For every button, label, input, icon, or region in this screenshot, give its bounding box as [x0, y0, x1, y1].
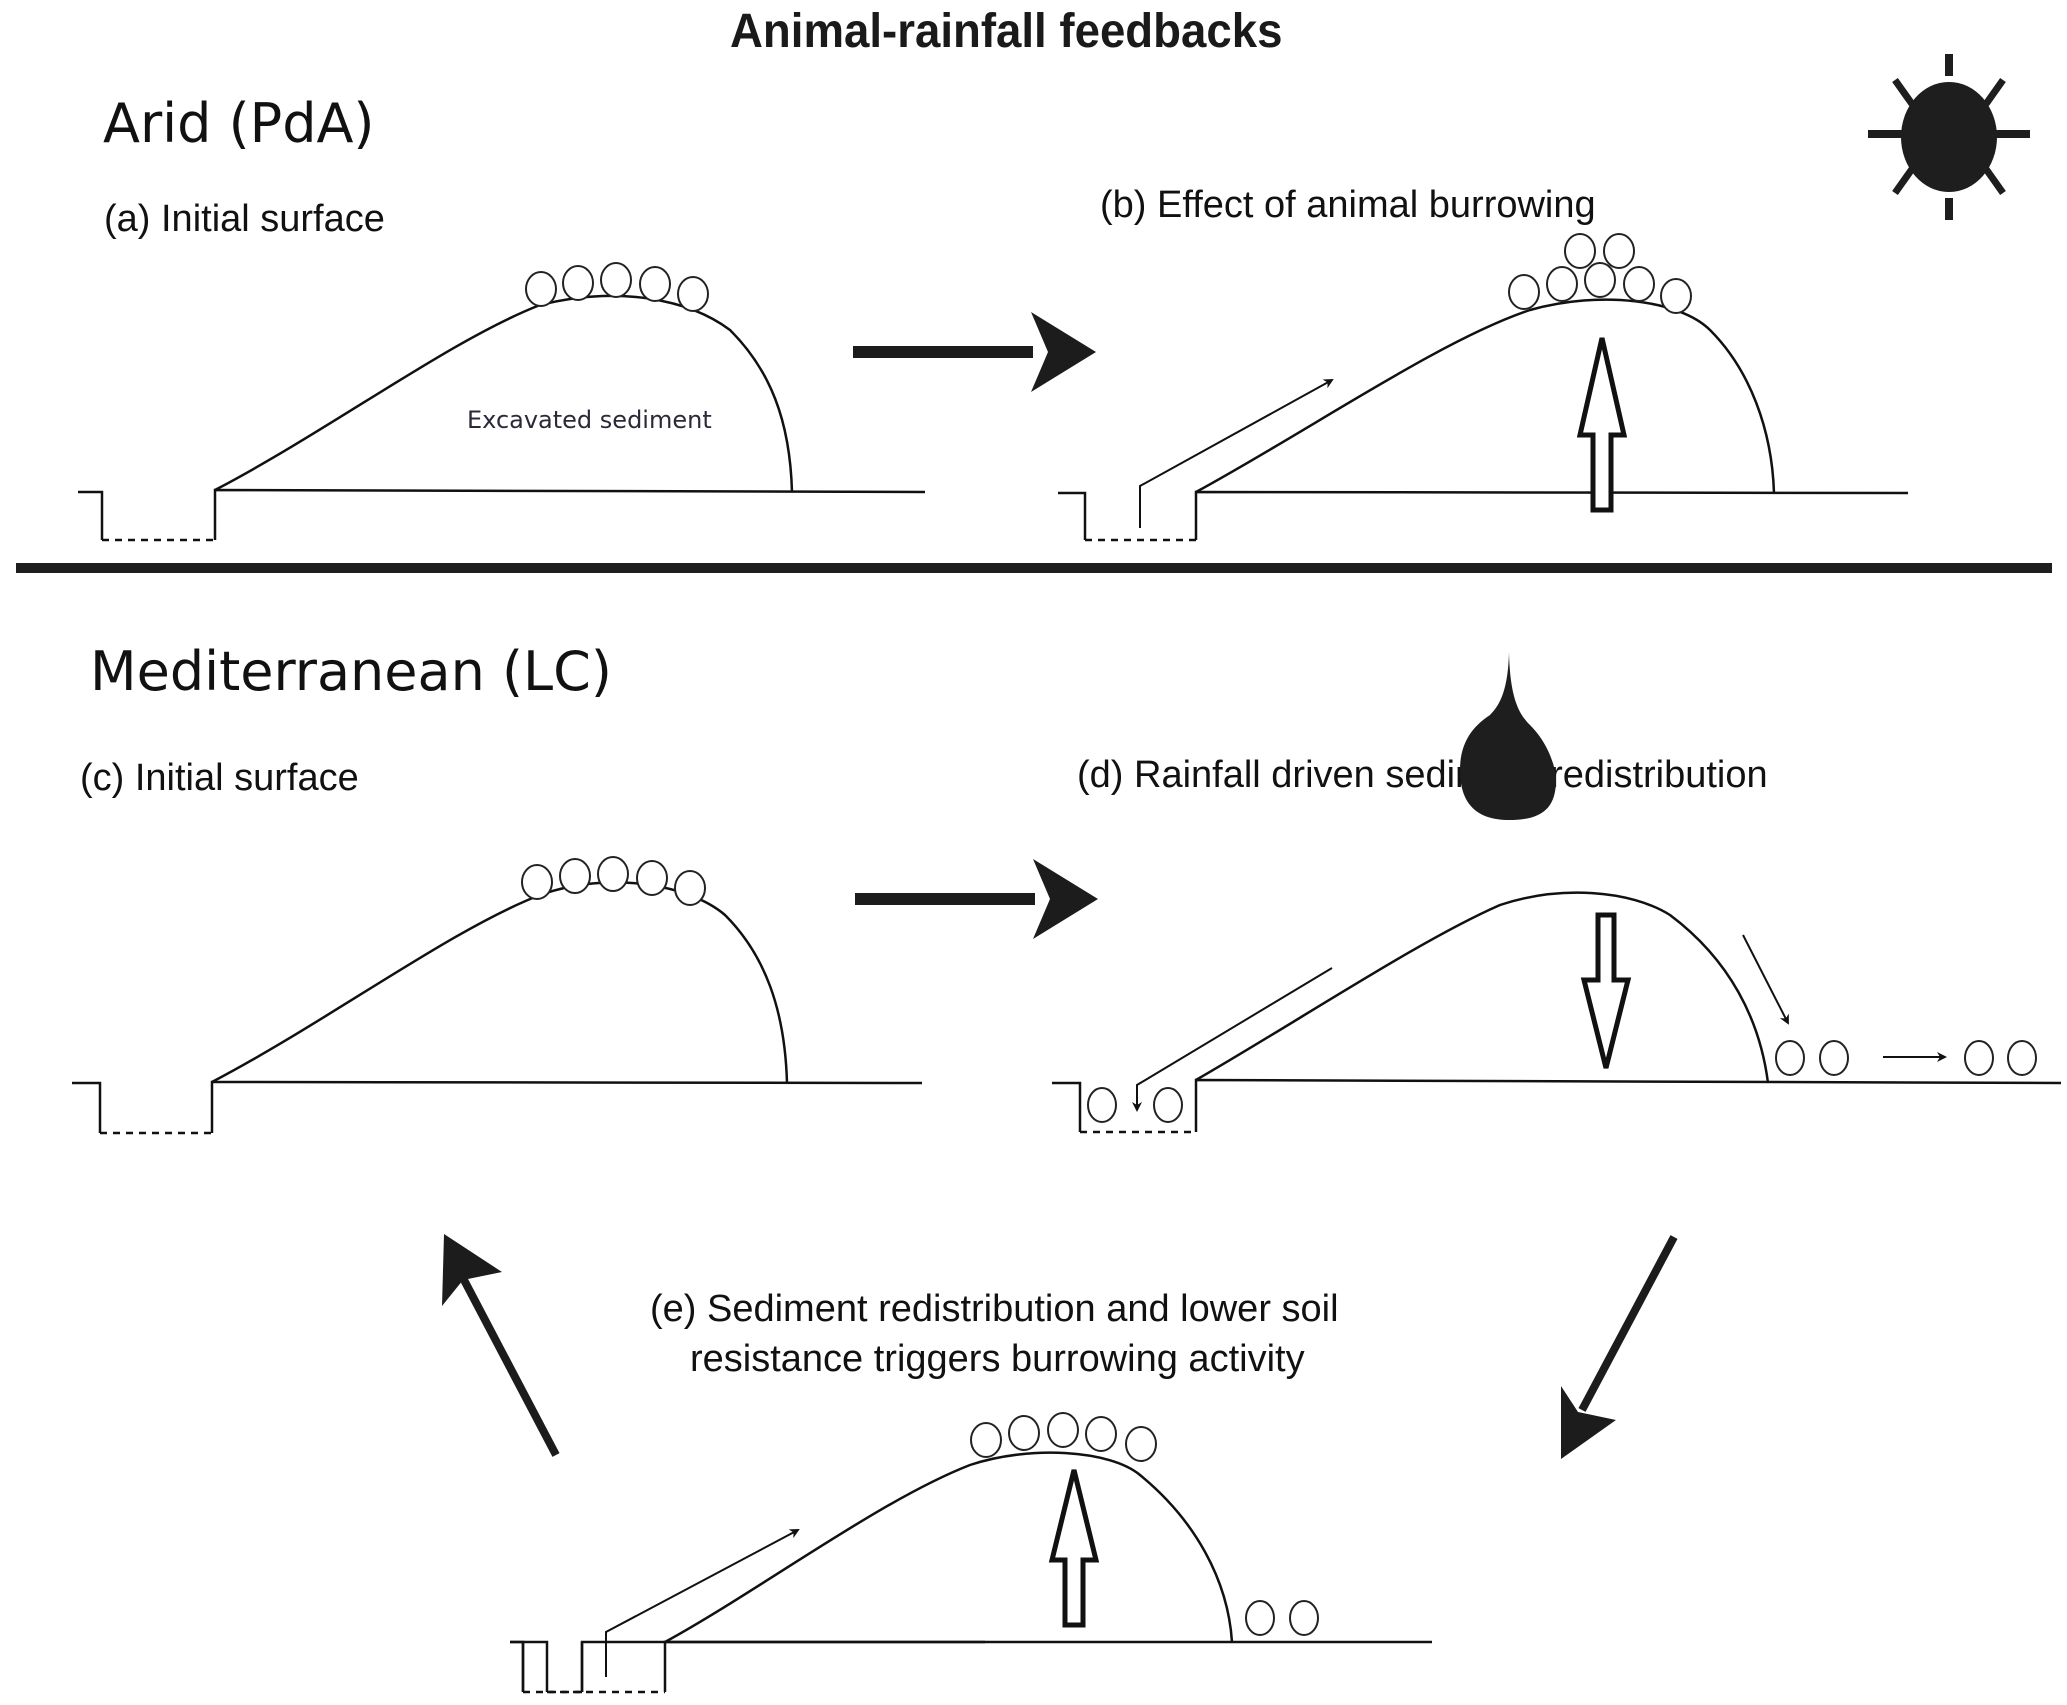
up-arrow-burrowing-e [1048, 1469, 1100, 1628]
arrow-a-to-b [853, 312, 1096, 392]
panel-b-label: (b) Effect of animal burrowing [1100, 184, 1596, 226]
panel-a-label: (a) Initial surface [104, 198, 385, 240]
region-label-mediterranean: Mediterranean (LC) [90, 640, 612, 703]
down-arrow-rainfall [1580, 912, 1632, 1069]
panel-e-label-line1: (e) Sediment redistribution and lower so… [650, 1288, 1339, 1330]
panel-c-label: (c) Initial surface [80, 757, 359, 799]
arrow-d-to-e [1561, 1235, 1678, 1459]
panel-e-profile-main [523, 1451, 1432, 1694]
panel-b-grains [1508, 233, 1692, 314]
region-label-arid: Arid (PdA) [103, 92, 375, 155]
panel-b-profile [1058, 298, 1909, 542]
arrow-e-to-c [442, 1234, 560, 1457]
raindrop-icon [1460, 652, 1556, 820]
up-arrow-burrowing [1576, 337, 1628, 513]
arrow-c-to-d [855, 859, 1098, 939]
panel-e-grains [970, 1412, 1319, 1636]
section-separator [16, 563, 2052, 573]
panel-d-grains [1087, 1040, 2037, 1123]
excavated-sediment-annotation: Excavated sediment [467, 406, 712, 434]
panel-e-profile [510, 1640, 985, 1694]
panel-d-profile [1052, 891, 2062, 1134]
panel-e-label-line2: resistance triggers burrowing activity [690, 1338, 1305, 1380]
sun-icon [1868, 54, 2030, 220]
panel-a-profile [78, 294, 926, 542]
panel-a-grains [525, 262, 709, 312]
panel-c-grains [521, 856, 706, 906]
panel-d-label: (d) Rainfall driven sediment redistribut… [1077, 754, 1768, 796]
panel-c-profile [72, 881, 923, 1135]
diagram-title: Animal-rainfall feedbacks [730, 5, 1283, 58]
